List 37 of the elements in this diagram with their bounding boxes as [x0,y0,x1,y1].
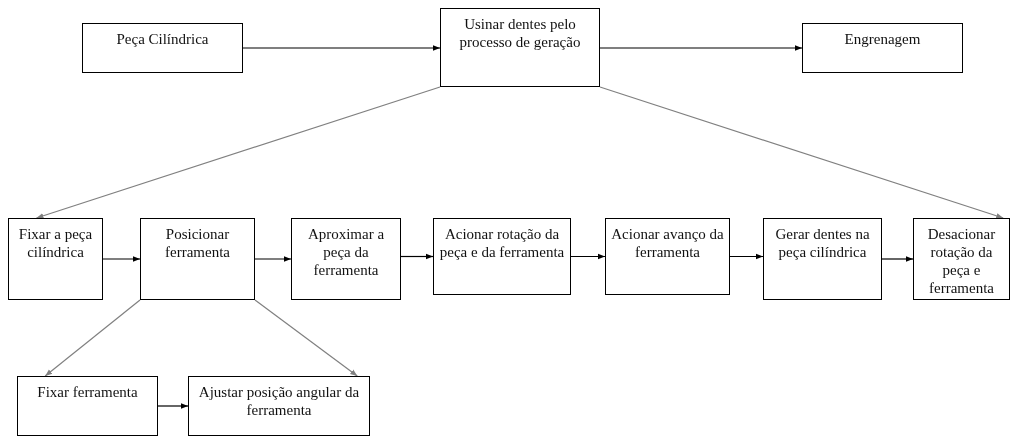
arrow [599,45,803,51]
process-box [605,218,730,295]
arrow [35,86,441,219]
process-box [82,23,243,73]
step-text: Fixar a peça cilíndrica [17,225,94,261]
arrow [254,256,292,262]
arrow [102,256,141,262]
arrow [242,45,441,51]
process-box [140,218,255,300]
arrow [44,299,141,377]
process-box [17,376,158,436]
process-box [802,23,963,73]
arrow [157,403,189,409]
arrow [599,86,1004,219]
step-text: Engrenagem [844,30,921,48]
step-text: Aproximar a peça da ferramenta [306,225,386,279]
step-text: Posicionar ferramenta [164,225,231,261]
arrow [570,253,606,260]
process-box [291,218,401,300]
arrow [729,253,764,260]
arrow [400,253,434,260]
arrow [254,299,358,377]
step-text: Peça Cilíndrica [116,30,209,48]
step-text: Desacionar rotação da peça e ferramenta [926,225,997,297]
process-box [433,218,571,295]
step-text: Acionar rotação da peça e da ferramenta [438,225,566,261]
step-text: Usinar dentes pelo processo de geração [458,15,582,51]
step-text: Fixar ferramenta [37,383,138,401]
step-text: Acionar avanço da ferramenta [610,225,725,261]
step-text: Ajustar posição angular da ferramenta [197,383,361,419]
process-box [8,218,103,300]
arrow [881,256,914,262]
process-box [440,8,600,87]
process-box [913,218,1010,300]
process-box [188,376,370,436]
step-text: Gerar dentes na peça cilíndrica [774,225,871,261]
process-box [763,218,882,300]
